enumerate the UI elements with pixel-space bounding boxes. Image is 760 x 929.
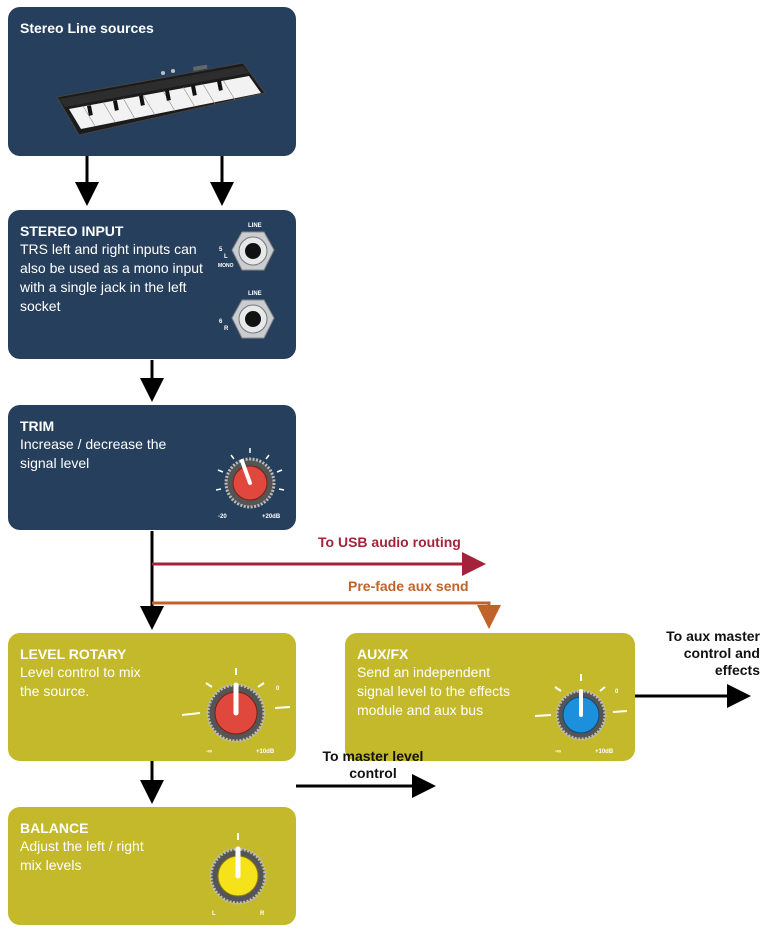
- jack1-side: L: [224, 254, 228, 260]
- level-desc: Level control to mix the source.: [20, 664, 141, 699]
- aux-fx-box: AUX/FX Send an independent signal level …: [345, 633, 635, 761]
- stereo-input-title: STEREO INPUT: [20, 223, 124, 239]
- trim-box: TRIM Increase / decrease the signal leve…: [8, 405, 296, 530]
- master-out-label: To master level control: [322, 748, 424, 781]
- balance-left-label: L: [212, 911, 216, 917]
- stereo-input-desc: TRS left and right inputs can also be us…: [20, 241, 203, 314]
- level-min-label: -∞: [206, 749, 212, 755]
- balance-right-label: R: [260, 911, 265, 917]
- prefade-aux-label: Pre-fade aux send: [348, 578, 469, 594]
- jack2-line-label: LINE: [248, 291, 262, 297]
- aux-out-label: To aux master control and effects: [666, 628, 760, 678]
- level-max-label: +10dB: [256, 749, 275, 755]
- jack1-mono: MONO: [218, 263, 234, 269]
- level-zero-label: 0: [276, 686, 280, 692]
- trim-max-label: +20dB: [262, 514, 281, 520]
- aux-knob-icon[interactable]: 0 -∞ +10dB: [533, 671, 629, 759]
- balance-title: BALANCE: [20, 820, 89, 836]
- sources-box: Stereo Line sources: [8, 7, 296, 156]
- jack-6-r-icon: LINE 6 R: [219, 291, 275, 339]
- jack2-num: 6: [219, 319, 223, 325]
- trim-desc: Increase / decrease the signal level: [20, 436, 167, 471]
- aux-title: AUX/FX: [357, 646, 409, 662]
- balance-knob-icon[interactable]: L R: [198, 831, 278, 919]
- usb-routing-label: To USB audio routing: [318, 534, 461, 550]
- aux-desc: Send an independent signal level to the …: [357, 664, 511, 718]
- aux-zero-label: 0: [615, 689, 619, 695]
- jack1-num: 5: [219, 247, 223, 253]
- keyboard-image: [56, 62, 266, 136]
- sources-title: Stereo Line sources: [20, 20, 154, 36]
- aux-min-label: -∞: [555, 749, 561, 755]
- level-knob-icon[interactable]: 0 -∞ +10dB: [180, 665, 292, 757]
- level-title: LEVEL ROTARY: [20, 646, 127, 662]
- trim-knob-icon[interactable]: -20 +20dB: [210, 445, 290, 520]
- trim-min-label: -20: [218, 514, 227, 520]
- balance-desc: Adjust the left / right mix levels: [20, 838, 144, 873]
- jack2-side: R: [224, 326, 229, 332]
- level-rotary-box: LEVEL ROTARY Level control to mix the so…: [8, 633, 296, 761]
- jack1-line-label: LINE: [248, 223, 262, 229]
- trim-title: TRIM: [20, 418, 55, 434]
- balance-box: BALANCE Adjust the left / right mix leve…: [8, 807, 296, 925]
- jack-5-l-icon: LINE 5 L MONO: [218, 223, 275, 271]
- stereo-input-box: STEREO INPUT TRS left and right inputs c…: [8, 210, 296, 359]
- aux-max-label: +10dB: [595, 749, 614, 755]
